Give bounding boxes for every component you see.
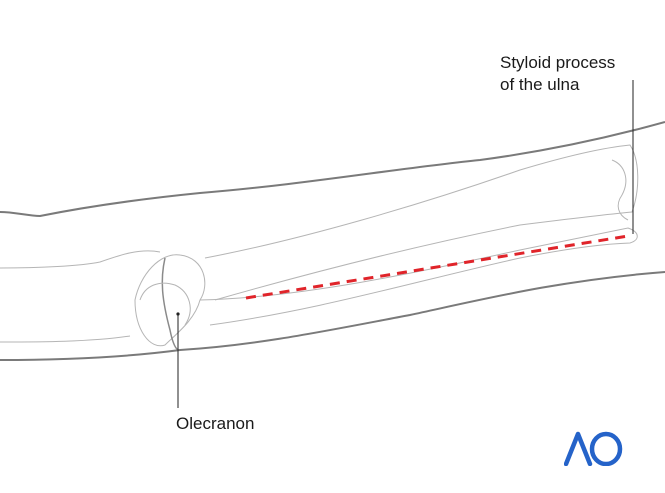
incision-line xyxy=(245,234,629,300)
styloid-label-line2: of the ulna xyxy=(500,75,580,94)
humerus-bone xyxy=(0,250,161,269)
olecranon-process xyxy=(139,282,191,326)
styloid-label-line1: Styloid process xyxy=(500,53,616,72)
styloid-process-label: Styloid process of the ulna xyxy=(500,52,615,96)
olecranon-label: Olecranon xyxy=(176,414,255,433)
olecranon-leader-dot xyxy=(176,312,180,316)
radius-bone xyxy=(204,144,639,301)
wrist-detail xyxy=(611,159,629,221)
forearm-skin-outline-lower xyxy=(0,271,665,361)
forearm-skin-outline-upper xyxy=(0,121,665,218)
ulna-bone xyxy=(199,227,638,326)
humerus-bone-lower xyxy=(0,335,131,343)
elbow-detail xyxy=(161,257,179,351)
ao-logo xyxy=(564,431,623,466)
